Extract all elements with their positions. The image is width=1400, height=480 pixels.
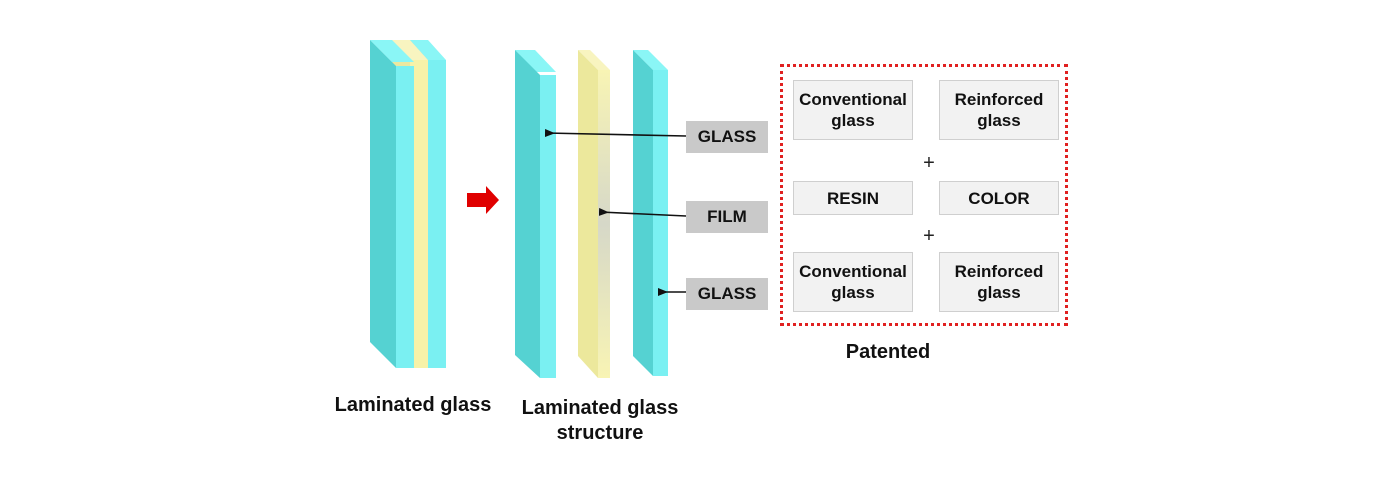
structure-film-top — [578, 50, 610, 70]
laminated-glass-assembled — [370, 40, 446, 368]
option-resin: RESIN — [793, 181, 913, 215]
structure-glass2-side — [653, 70, 668, 376]
caption-laminated-glass: Laminated glass — [334, 394, 492, 416]
assembled-film-side — [410, 60, 428, 368]
pointer-arrow-glass-top — [544, 128, 687, 137]
structure-glass2-front — [633, 50, 653, 376]
structure-glass1-top — [515, 50, 556, 72]
plus-sign-1: + — [923, 152, 935, 174]
assembled-front-pane-front — [370, 40, 396, 368]
structure-glass2-top — [633, 50, 668, 70]
assembled-film-top — [392, 40, 428, 60]
caption-patented: Patented — [845, 341, 931, 363]
tag-glass-top: GLASS — [686, 121, 768, 153]
caption-structure-line2: structure — [556, 422, 644, 444]
caption-structure-line1: Laminated glass — [521, 397, 679, 419]
caption-structure: Laminated glass structure — [505, 396, 695, 446]
tag-film: FILM — [686, 201, 768, 233]
plus-sign-2: + — [923, 225, 935, 247]
assembled-back-pane-side — [428, 60, 446, 368]
structure-glass1-side — [540, 75, 556, 378]
option-color: COLOR — [939, 181, 1059, 215]
assembled-front-pane-side — [396, 66, 414, 368]
pointer-arrow-film — [598, 207, 687, 217]
structure-film-front — [578, 50, 598, 378]
laminated-glass-structure — [515, 50, 668, 378]
red-right-arrow — [467, 186, 499, 214]
tag-glass-bottom: GLASS — [686, 278, 768, 310]
assembled-front-pane-top — [370, 40, 414, 62]
structure-film-side — [598, 70, 610, 378]
assembled-back-pane-top — [410, 40, 446, 60]
structure-glass1-front — [515, 50, 540, 378]
